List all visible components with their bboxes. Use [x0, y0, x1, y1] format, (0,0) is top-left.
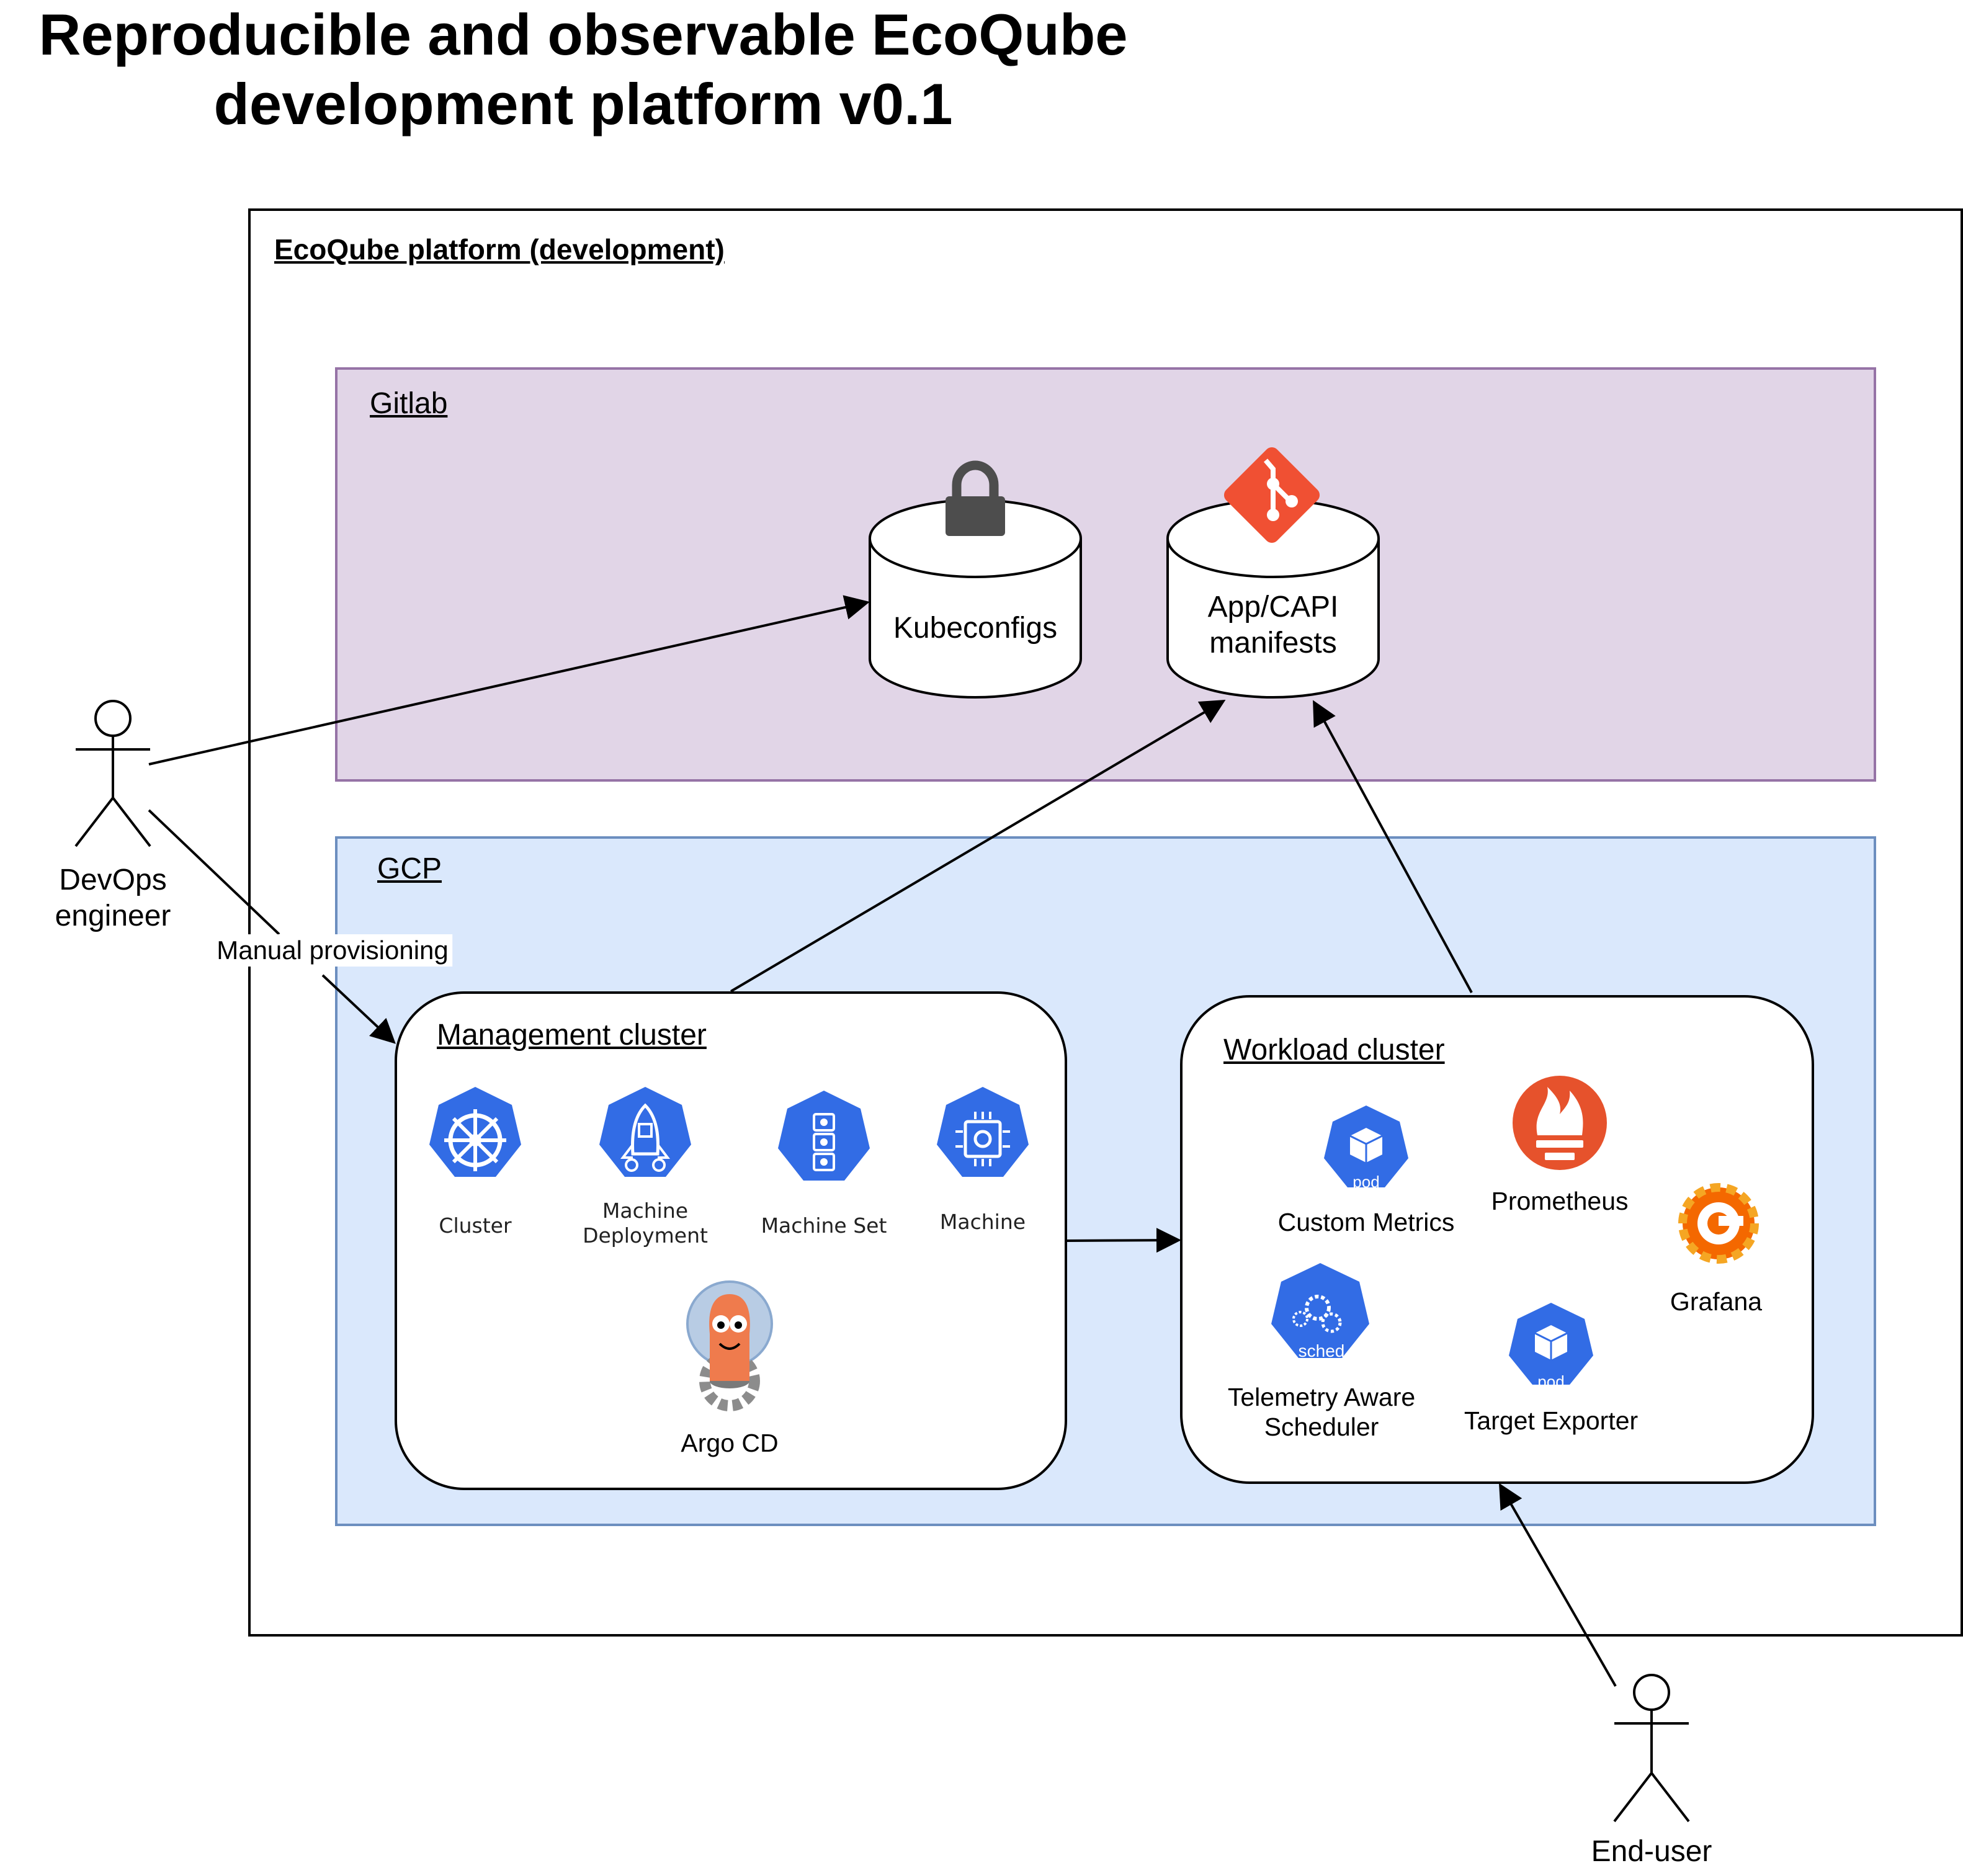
custom-metrics-pod-text: pod: [1353, 1172, 1380, 1191]
manifests-label-line2: manifests: [1209, 627, 1337, 659]
telemetry-aware-scheduler-caption-line1: Telemetry Aware: [1227, 1383, 1416, 1411]
git-icon: [1223, 447, 1320, 543]
lock-icon: [946, 460, 1005, 536]
gitlab-label: Gitlab: [370, 387, 448, 420]
gitlab-container: [335, 367, 1876, 782]
edge-management-to-workload: [1065, 1228, 1181, 1253]
machine-caption: Machine: [939, 1210, 1026, 1234]
grafana-icon: [1678, 1183, 1759, 1264]
telemetry-aware-scheduler-sched-text: sched: [1298, 1341, 1345, 1360]
edge-workload-to-manifests: [1313, 700, 1473, 993]
argo-cd-caption: Argo CD: [681, 1429, 779, 1457]
management-cluster-label: Management cluster: [437, 1019, 707, 1052]
machine-set-icon: [778, 1091, 870, 1181]
edge-enduser-to-workload: [1499, 1483, 1617, 1687]
grafana-caption: Grafana: [1670, 1287, 1763, 1316]
machine-deployment-caption-line1: Machine: [602, 1199, 689, 1223]
enduser-actor: [1613, 1674, 1690, 1823]
argo-cd-icon: [686, 1280, 773, 1411]
telemetry-aware-scheduler-caption-line2: Scheduler: [1264, 1413, 1379, 1441]
custom-metrics-caption: Custom Metrics: [1277, 1208, 1455, 1236]
devops-actor: [74, 700, 151, 847]
devops-label-line1: DevOps: [59, 864, 167, 896]
platform-label: EcoQube platform (development): [274, 233, 725, 266]
telemetry-aware-scheduler-icon: [1271, 1263, 1369, 1358]
kubeconfigs-label: Kubeconfigs: [893, 612, 1058, 645]
enduser-label: End-user: [1591, 1835, 1712, 1868]
gcp-label: GCP: [377, 852, 442, 885]
manual-provisioning-label: Manual provisioning: [213, 934, 452, 967]
machine-deployment-caption-line2: Deployment: [583, 1223, 708, 1248]
prometheus-icon: [1513, 1076, 1607, 1170]
edge-devops-to-kubeconfigs: [148, 595, 870, 766]
cluster-caption: Cluster: [439, 1213, 512, 1238]
prometheus-caption: Prometheus: [1491, 1187, 1629, 1215]
workload-cluster-label: Workload cluster: [1223, 1034, 1445, 1066]
cluster-icon: [429, 1087, 521, 1177]
manifests-label-line1: App/CAPI: [1207, 591, 1339, 623]
management-cluster-box: [395, 991, 1067, 1490]
machine-deployment-icon: [599, 1087, 691, 1177]
devops-label-line2: engineer: [55, 900, 171, 932]
edge-devops-to-management: [148, 809, 394, 1042]
edge-management-to-manifests: [730, 699, 1226, 993]
target-exporter-pod-icon: [1509, 1303, 1593, 1385]
machine-icon: [937, 1087, 1029, 1177]
workload-cluster-box: [1180, 995, 1814, 1484]
target-exporter-caption: Target Exporter: [1464, 1406, 1639, 1435]
target-exporter-pod-text: pod: [1537, 1372, 1565, 1391]
machine-set-caption: Machine Set: [761, 1213, 887, 1238]
page-title: Reproducible and observable EcoQube deve…: [38, 2, 1128, 136]
kubeconfigs-datastore: [869, 499, 1082, 699]
custom-metrics-pod-icon: [1324, 1106, 1408, 1187]
